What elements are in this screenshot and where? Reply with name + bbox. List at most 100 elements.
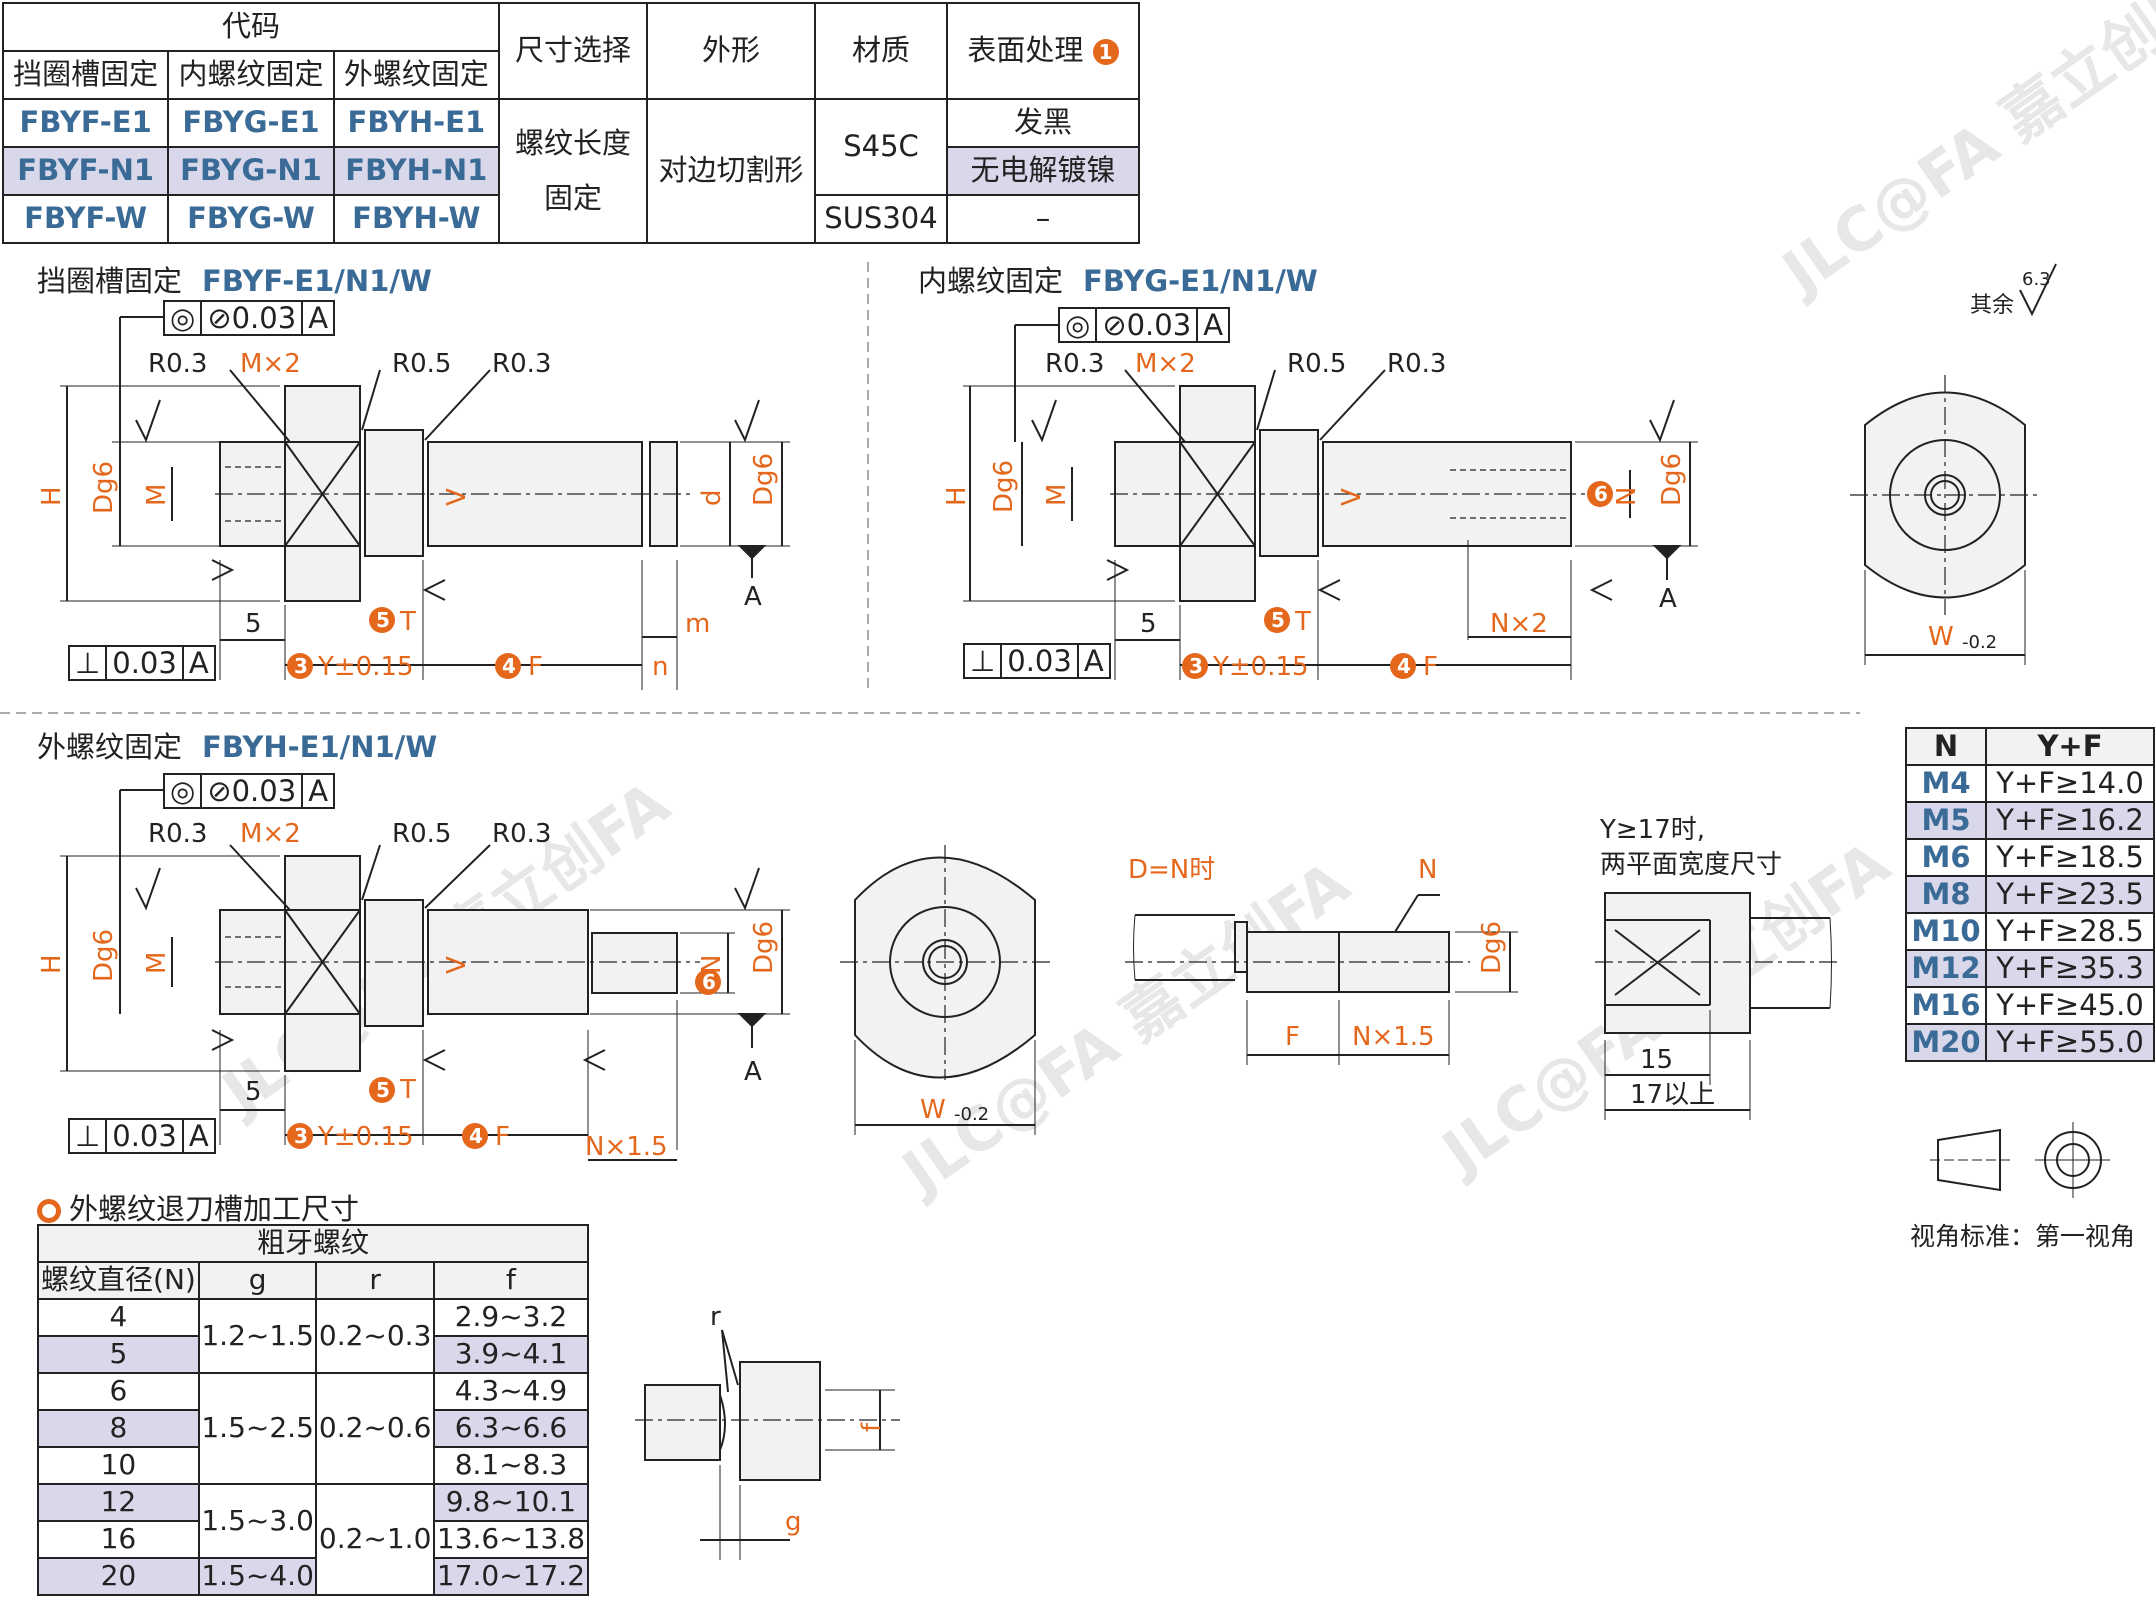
label-r03: R0.3 xyxy=(492,819,551,849)
label-dg6: Dg6 xyxy=(89,461,119,514)
ny-n: M5 xyxy=(1905,801,1987,840)
label-r03: R0.3 xyxy=(148,349,207,379)
groove-header: f xyxy=(432,1261,590,1300)
label-v: V xyxy=(1337,488,1367,506)
view-standard: 视角标准：第一视角 xyxy=(1910,1222,2136,1251)
label-m: M xyxy=(1042,484,1072,506)
code-cell: FBYG-E1 xyxy=(167,98,335,148)
label-w-tol: -0.2 xyxy=(954,1104,989,1125)
label-d-eq-n: D=N时 xyxy=(1128,855,1215,885)
code-cell: FBYH-N1 xyxy=(332,146,501,196)
label-n: N xyxy=(697,955,727,974)
label-rest-roughness: 6.3 xyxy=(2022,269,2051,290)
badge-5: 5 xyxy=(376,608,390,632)
label-y: Y±0.15 xyxy=(1212,652,1309,682)
ny-n: M8 xyxy=(1905,875,1987,914)
code-table: 代码 尺寸选择 外形 材质 表面处理 1 挡圈槽固定 内螺纹固定 外螺纹固定 F… xyxy=(1,2,1140,244)
label-dg6: Dg6 xyxy=(1657,453,1687,506)
label-groove-f: f xyxy=(857,1422,887,1432)
label-f: F xyxy=(495,1122,510,1152)
badge-6: 6 xyxy=(1594,482,1608,506)
code-cell: FBYG-W xyxy=(167,194,335,244)
code-cell: FBYG-N1 xyxy=(167,146,335,196)
label-t: T xyxy=(399,607,416,637)
groove-detail xyxy=(635,1329,900,1560)
ny-header-n: N xyxy=(1905,727,1987,766)
label-mx2: M×2 xyxy=(240,349,301,379)
ny-yf: Y+F≥14.0 xyxy=(1984,764,2156,803)
ny-n: M16 xyxy=(1905,986,1987,1025)
label-dg6: Dg6 xyxy=(1477,921,1507,974)
label-r05: R0.5 xyxy=(1287,349,1346,379)
fbyf-pin-drawing xyxy=(60,316,790,690)
ny-yf: Y+F≥55.0 xyxy=(1984,1023,2156,1062)
groove-f: 9.8~10.1 xyxy=(432,1483,590,1522)
size-select: 螺纹长度固定 xyxy=(498,98,648,244)
groove-f: 3.9~4.1 xyxy=(432,1335,590,1374)
label-d: d xyxy=(697,489,727,506)
label-r03: R0.3 xyxy=(492,349,551,379)
groove-g: 1.2~1.5 xyxy=(197,1298,318,1374)
surface-cell: 发黑 xyxy=(946,98,1140,148)
header-code: 代码 xyxy=(2,2,500,52)
fbyh-pin-drawing xyxy=(60,789,790,1161)
ny-yf: Y+F≥16.2 xyxy=(1984,801,2156,840)
header-surface: 表面处理 1 xyxy=(946,2,1140,100)
label-h: H xyxy=(942,486,972,506)
label-w: W xyxy=(1928,622,1954,652)
d-eq-n-detail xyxy=(1125,894,1518,1065)
label-n-small: n xyxy=(652,652,668,682)
label-n: N xyxy=(1418,855,1437,885)
groove-header: g xyxy=(197,1261,318,1300)
subheader: 内螺纹固定 xyxy=(167,50,335,100)
code-cell: FBYH-E1 xyxy=(332,98,501,148)
label-r05: R0.5 xyxy=(392,819,451,849)
label-groove-g: g xyxy=(785,1507,802,1537)
groove-span-header: 粗牙螺纹 xyxy=(37,1224,589,1263)
label-mx2: M×2 xyxy=(240,819,301,849)
label-w: W xyxy=(920,1095,946,1125)
label-r03: R0.3 xyxy=(1387,349,1446,379)
label-w-tol: -0.2 xyxy=(1962,632,1997,653)
badge-5: 5 xyxy=(376,1078,390,1102)
label-five: 5 xyxy=(1140,609,1157,639)
badge-4: 4 xyxy=(469,1124,483,1148)
badge-4: 4 xyxy=(1397,654,1411,678)
label-r05: R0.5 xyxy=(392,349,451,379)
label-v: V xyxy=(442,488,472,506)
label-nx2: N×2 xyxy=(1490,609,1548,639)
code-cell: FBYH-W xyxy=(332,194,501,244)
label-h: H xyxy=(37,954,67,974)
y17-detail xyxy=(1595,892,1840,1120)
groove-table: 粗牙螺纹 螺纹直径(N) g r f 4 1.2~1.5 0.2~0.3 2.9… xyxy=(37,1224,590,1596)
groove-diameter: 4 xyxy=(37,1298,200,1337)
groove-r: 0.2~0.3 xyxy=(315,1298,435,1374)
groove-g: 1.5~4.0 xyxy=(197,1557,318,1596)
label-y17-line1: Y≥17时, xyxy=(1599,815,1705,845)
label-mx2: M×2 xyxy=(1135,349,1196,379)
label-seventeen: 17以上 xyxy=(1630,1080,1715,1110)
fbyg-end-view xyxy=(1850,263,2057,665)
groove-diameter: 12 xyxy=(37,1483,200,1522)
badge-5: 5 xyxy=(1271,608,1285,632)
surface-cell: 无电解镀镍 xyxy=(946,146,1140,196)
groove-g: 1.5~2.5 xyxy=(197,1372,318,1485)
ny-n: M12 xyxy=(1905,949,1987,988)
groove-f: 4.3~4.9 xyxy=(432,1372,590,1411)
ny-n: M6 xyxy=(1905,838,1987,877)
label-f: F xyxy=(528,652,543,682)
label-y17-line2: 两平面宽度尺寸 xyxy=(1600,850,1782,880)
groove-diameter: 16 xyxy=(37,1520,200,1559)
groove-header: 螺纹直径(N) xyxy=(37,1261,200,1300)
label-f: F xyxy=(1285,1022,1300,1052)
label-nx15: N×1.5 xyxy=(585,1132,668,1162)
ny-n: M4 xyxy=(1905,764,1987,803)
label-y: Y±0.15 xyxy=(317,1122,414,1152)
label-r03: R0.3 xyxy=(148,819,207,849)
